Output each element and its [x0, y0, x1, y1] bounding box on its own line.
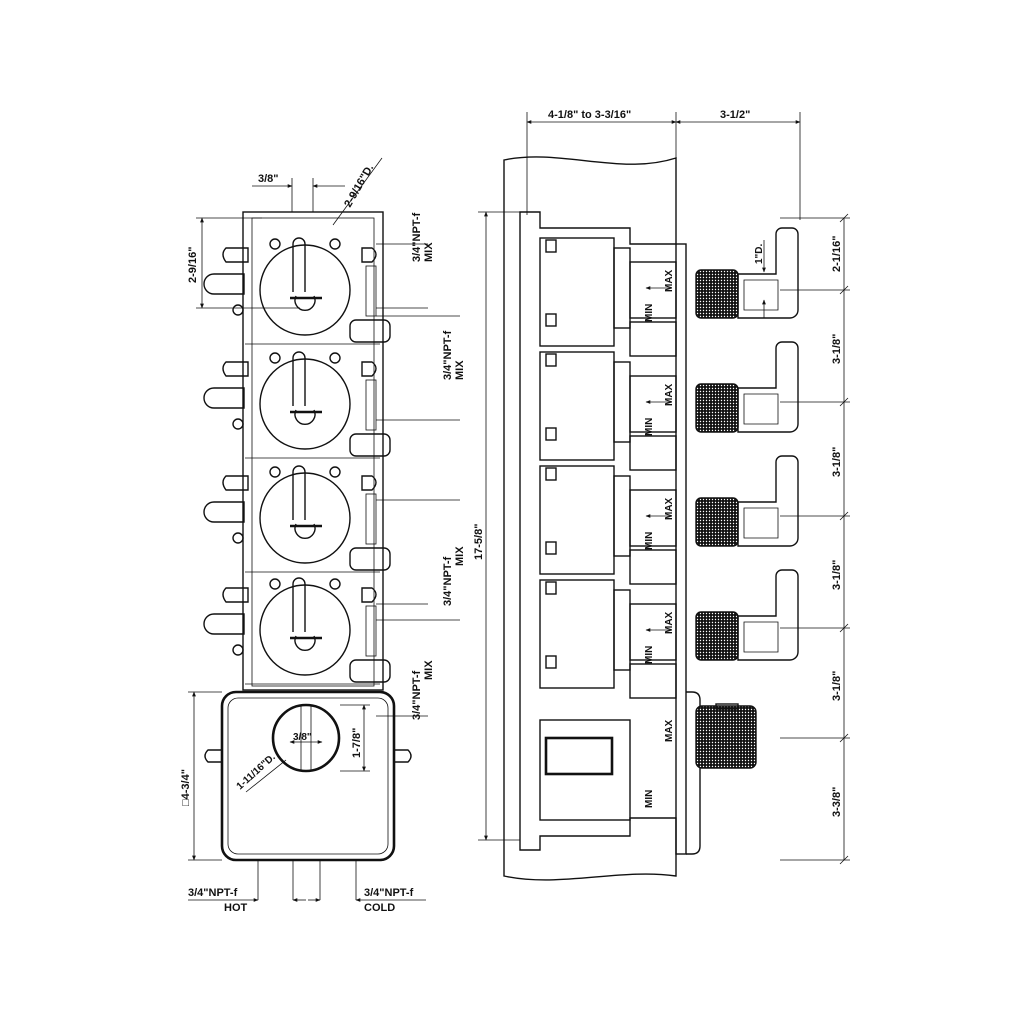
inlet-hot-label: HOT: [224, 902, 248, 914]
front-valve-2: [203, 351, 391, 459]
thermostat-min-max: MAX MIN: [644, 719, 675, 808]
lever-handle: [737, 227, 799, 319]
svg-text:3/4"NPT-f: 3/4"NPT-f: [411, 212, 423, 262]
dim-total-height: 17-5/8": [473, 524, 485, 560]
right-dim-4: 3-1/8": [831, 560, 843, 590]
finishing-plate: [675, 243, 687, 855]
thermostat-body: [539, 719, 631, 821]
side-valve-4: MAX MIN: [539, 569, 799, 699]
right-dim-2: 3-1/8": [831, 334, 843, 364]
max-label: MAX: [664, 497, 675, 520]
knurled-knob: [695, 611, 739, 661]
thermostat-plate-edge: [686, 691, 701, 855]
front-valve-4: [203, 577, 391, 685]
svg-text:MIX: MIX: [423, 242, 435, 262]
thermostat-cartridge: [544, 736, 614, 776]
box-left-lug: [204, 749, 223, 763]
dim-box-inner-width: 3/8": [293, 732, 312, 743]
knurled-knob: [695, 269, 739, 319]
wall-section: [503, 156, 677, 881]
outlet-dim-3: 3/4"NPT-f MIX: [376, 499, 466, 621]
thermostat-box: [220, 690, 396, 862]
svg-text:3/4"NPT-f: 3/4"NPT-f: [442, 556, 454, 606]
svg-text:MIN: MIN: [644, 790, 655, 808]
dim-top-width: 3/8": [258, 173, 279, 185]
front-valve-modules: [203, 237, 391, 685]
lever-handle: [737, 341, 799, 433]
min-label: MIN: [644, 418, 655, 436]
svg-text:MIX: MIX: [423, 660, 435, 680]
front-valve-3: [203, 465, 391, 573]
side-valve-3: MAX MIN: [539, 455, 799, 585]
right-dim-3: 3-1/8": [831, 447, 843, 477]
svg-text:3/4"NPT-f: 3/4"NPT-f: [442, 330, 454, 380]
front-body-inner: [251, 217, 375, 687]
front-view: 3/8" 2-9/16"D. 2-9/16" 3/4"NPT-f MIX 3/4…: [180, 157, 466, 914]
knurled-knob: [695, 383, 739, 433]
inlet-cold-label: COLD: [364, 902, 395, 914]
min-label: MIN: [644, 646, 655, 664]
outlet-dim-2: 3/4"NPT-f MIX: [376, 315, 466, 421]
inlet-hot-size: 3/4"NPT-f: [188, 887, 238, 899]
max-label: MAX: [664, 383, 675, 406]
side-valve-2: MAX MIN: [539, 341, 799, 471]
svg-text:MAX: MAX: [664, 719, 675, 742]
svg-text:MIX: MIX: [454, 546, 466, 566]
outlet-dim-4: 3/4"NPT-f MIX: [376, 603, 435, 720]
min-label: MIN: [644, 304, 655, 322]
front-body-outline: [242, 211, 384, 691]
side-view: MAX MIN MAX MIN MAX MIN MAX MIN MAX MIN 4-1/8" to…: [473, 109, 850, 881]
inlet-cold-size: 3/4"NPT-f: [364, 887, 414, 899]
svg-text:MIX: MIX: [454, 360, 466, 380]
min-label: MIN: [644, 532, 655, 550]
thermostat-knob: [695, 705, 757, 769]
side-valve-modules: MAX MIN MAX MIN MAX MIN MAX MIN MAX MIN: [539, 227, 799, 808]
right-dimension-chain: 2-1/16" 3-1/8" 3-1/8" 3-1/8" 3-1/8" 3-3/8": [780, 213, 850, 865]
front-valve-1: [203, 237, 391, 345]
max-label: MAX: [664, 611, 675, 634]
box-right-lug: [393, 749, 412, 763]
lever-handle: [737, 455, 799, 547]
knurled-knob: [695, 497, 739, 547]
outlet-dim-1: 3/4"NPT-f MIX: [376, 212, 435, 309]
dim-top-diameter: 2-9/16"D.: [342, 162, 376, 209]
dim-box-width: □4-3/4": [180, 769, 192, 806]
dim-left-height: 2-9/16": [187, 247, 199, 283]
svg-text:3/4"NPT-f: 3/4"NPT-f: [411, 670, 423, 720]
side-valve-1: MAX MIN: [539, 227, 799, 357]
thermostat-cartridge-circle: [271, 703, 341, 773]
max-label: MAX: [664, 269, 675, 292]
dim-handle-diameter: 1"D.: [754, 243, 765, 264]
lever-handle: [737, 569, 799, 661]
right-dim-5: 3-1/8": [831, 671, 843, 701]
right-dim-6: 3-3/8": [831, 787, 843, 817]
dim-projection: 3-1/2": [720, 109, 750, 121]
dim-depth: 4-1/8" to 3-3/16": [548, 109, 631, 121]
dim-box-height: 1-7/8": [351, 728, 363, 758]
thermostat-box-inner: [227, 697, 389, 855]
right-dim-1: 2-1/16": [831, 236, 843, 272]
